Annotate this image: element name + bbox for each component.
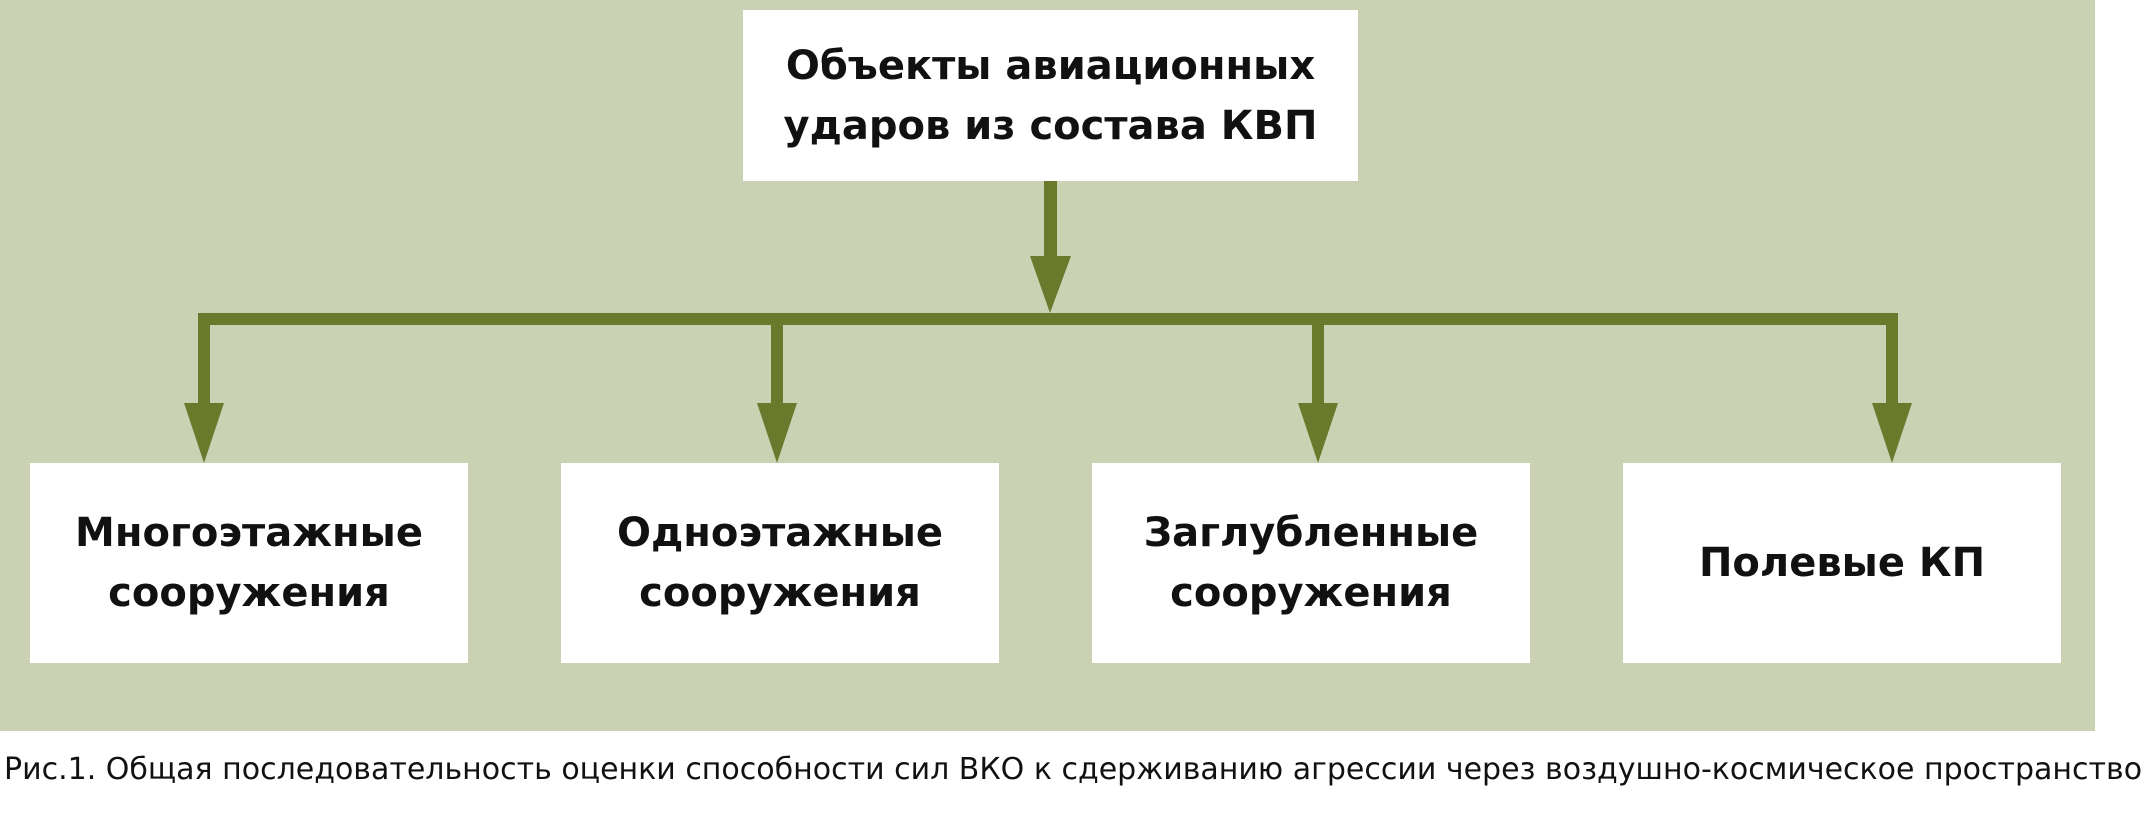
- branch-line-4: [1886, 313, 1898, 405]
- child-node-underground: Заглубленные сооружения: [1092, 463, 1530, 663]
- child-node-label: Одноэтажные сооружения: [616, 510, 944, 616]
- root-node: Объекты авиационных ударов из состава КВ…: [743, 10, 1358, 181]
- horizontal-bus: [198, 313, 1898, 325]
- child-node-field-cp: Полевые КП: [1623, 463, 2061, 663]
- branch-arrowhead-1: [184, 403, 224, 463]
- connector-lines: [184, 181, 1912, 463]
- branch-line-1: [198, 313, 210, 405]
- child-node-multistorey: Многоэтажные сооружения: [30, 463, 468, 663]
- branch-arrowhead-4: [1872, 403, 1912, 463]
- trunk-arrowhead: [1030, 256, 1071, 313]
- branch-line-2: [771, 313, 783, 405]
- child-node-label: Многоэтажные сооружения: [75, 510, 423, 616]
- child-node-label: Полевые КП: [1698, 540, 1986, 586]
- branch-line-3: [1312, 313, 1324, 405]
- trunk-line: [1044, 181, 1057, 258]
- child-node-label: Заглубленные сооружения: [1143, 510, 1479, 616]
- root-node-label: Объекты авиационных ударов из состава КВ…: [783, 42, 1318, 149]
- child-node-singlestorey: Одноэтажные сооружения: [561, 463, 999, 663]
- figure-caption: Рис.1. Общая последовательность оценки с…: [4, 752, 2142, 787]
- branch-arrowhead-3: [1298, 403, 1338, 463]
- branch-arrowhead-2: [757, 403, 797, 463]
